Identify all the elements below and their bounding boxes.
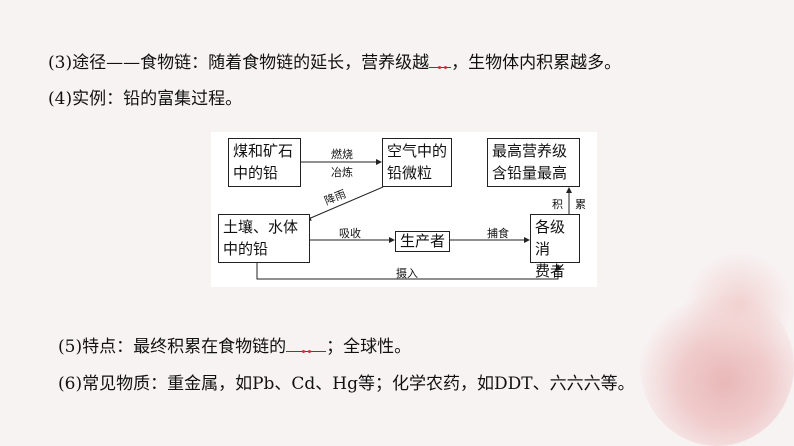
box-soil-water-lead-line-2: 中的铅 [223, 240, 269, 258]
box-top-trophic-line-2: 含铅量最高 [492, 164, 568, 182]
label-smelt: 冶炼 [331, 166, 353, 179]
lead-enrichment-diagram: 煤和矿石中的铅 空气中的铅微粒 最高营养级含铅量最高 土壤、水体中的铅 生产者 … [211, 132, 597, 287]
flower-decoration [684, 250, 794, 360]
arrow-intake [256, 263, 561, 280]
box-coal-ore-lead-line-2: 中的铅 [233, 164, 279, 182]
box-air-lead-line-2: 铅微粒 [387, 164, 433, 182]
label-burn: 燃烧 [331, 148, 353, 161]
label-accum-1: 积 [552, 198, 563, 211]
point-5-text-end: ；全球性。 [326, 337, 412, 357]
box-top-trophic-line-1: 最高营养级 [492, 142, 568, 160]
point-3-text-end: ，生物体内积累越多。 [451, 53, 622, 73]
answer-blank [286, 337, 327, 353]
arrow-rain [305, 186, 384, 221]
label-accum-2: 累 [575, 198, 586, 211]
point-5-text-start: (5)特点：最终积累在食物链的 [58, 337, 287, 357]
box-coal-ore-lead: 煤和矿石中的铅 [228, 138, 301, 187]
diagram-arrows [256, 159, 572, 280]
box-producer: 生产者 [395, 231, 450, 252]
point-5: (5)特点：最终积累在食物链的 ；全球性。 [58, 332, 411, 357]
box-consumers: 各级消费者 [530, 214, 580, 280]
box-top-trophic: 最高营养级含铅量最高 [487, 138, 580, 187]
label-absorb: 吸收 [339, 227, 361, 240]
answer-blank [429, 53, 452, 69]
box-coal-ore-lead-line-1: 煤和矿石 [233, 142, 294, 160]
point-6: (6)常见物质：重金属，如Pb、Cd、Hg等；化学农药，如DDT、六六六等。 [58, 374, 635, 394]
box-air-lead: 空气中的铅微粒 [382, 138, 452, 187]
box-soil-water-lead: 土壤、水体中的铅 [218, 214, 310, 263]
point-3: (3)途径——食物链：随着食物链的延长，营养级越 ，生物体内积累越多。 [48, 48, 621, 73]
point-4: (4)实例：铅的富集过程。 [48, 89, 243, 109]
box-air-lead-line-1: 空气中的 [387, 142, 448, 160]
box-consumers-line-2: 费者 [535, 262, 566, 280]
label-intake: 摄入 [396, 267, 418, 280]
point-3-text-start: (3)途径——食物链：随着食物链的延长，营养级越 [48, 53, 430, 73]
box-consumers-line-1: 各级消 [535, 218, 566, 258]
box-soil-water-lead-line-1: 土壤、水体 [223, 218, 299, 236]
label-prey: 捕食 [487, 227, 509, 240]
